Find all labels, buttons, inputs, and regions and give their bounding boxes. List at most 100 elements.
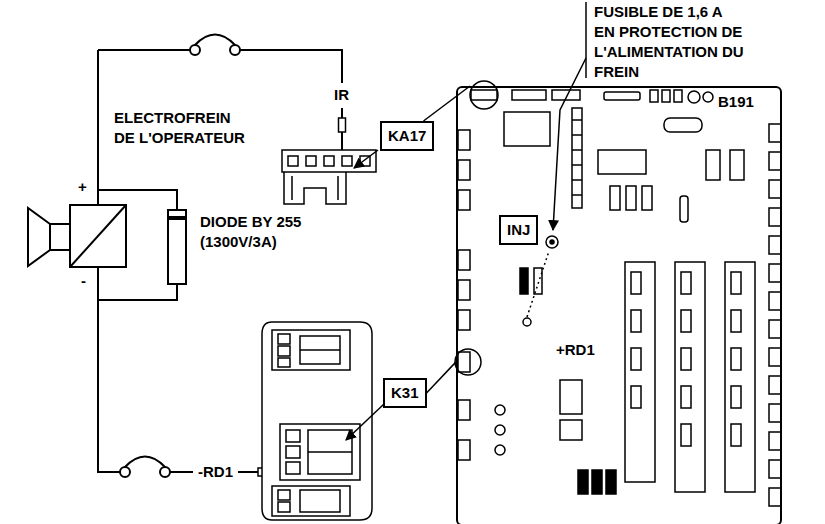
terminal-block (288, 156, 298, 166)
board-component (769, 320, 781, 338)
terminal-group (272, 486, 350, 516)
board-component (730, 150, 744, 180)
terminal-group (300, 490, 340, 512)
terminal-group (272, 330, 350, 370)
polarity-mark: - (81, 271, 86, 291)
terminal-block (292, 176, 338, 200)
fuse-symbol (230, 45, 240, 55)
highlight-circle (455, 349, 481, 375)
board-component (572, 120, 582, 195)
board-component (769, 208, 781, 226)
part-name: DIODE BY 255 (1300V/3A) (200, 212, 304, 252)
board-component (769, 404, 781, 422)
board-component (520, 268, 528, 294)
leader-line (585, 2, 587, 78)
board-component (681, 310, 691, 332)
board-component (458, 190, 470, 210)
board-component (681, 348, 691, 370)
board-component (512, 90, 546, 100)
circuit-board: B191INJ (456, 86, 782, 524)
brake-circuit-wire (170, 471, 193, 473)
fuse-symbol (120, 467, 130, 477)
terminal-group (300, 336, 340, 364)
board-component (546, 236, 558, 248)
board-component (495, 445, 505, 455)
board-component (625, 262, 655, 482)
reference-box: KA17 (380, 121, 434, 151)
board-component (598, 150, 646, 174)
terminal-group (278, 502, 290, 512)
terminal-group (262, 322, 372, 520)
leader-line (553, 58, 586, 230)
board-component (662, 90, 670, 102)
terminal-group (308, 430, 352, 474)
board-component (642, 186, 652, 210)
board-component (631, 386, 641, 408)
board-component (458, 440, 470, 460)
board-name: B191 (718, 92, 754, 112)
terminal-group (286, 446, 300, 458)
board-component (550, 240, 554, 244)
board-component (458, 400, 470, 420)
signal-name: IR (334, 85, 349, 105)
terminal-group (278, 334, 290, 344)
board-component (495, 425, 505, 435)
board-component (560, 420, 582, 440)
board-component (731, 386, 741, 408)
terminal-block (282, 150, 376, 204)
signal-name: +RD1 (556, 340, 595, 360)
fuse-symbol (195, 35, 235, 46)
terminal-group (278, 490, 290, 500)
board-component (688, 91, 700, 103)
polarity-mark: + (78, 177, 87, 197)
board-component (471, 90, 497, 100)
fuse-symbol (120, 35, 240, 478)
board-component (592, 470, 602, 494)
board-component (578, 470, 588, 494)
board-component (631, 348, 641, 370)
board-component (769, 180, 781, 198)
board-component (731, 272, 741, 294)
component-box: INJ (499, 215, 538, 245)
board-component (680, 196, 688, 222)
board-component (769, 376, 781, 394)
terminal-group (300, 349, 340, 351)
board-component (650, 90, 658, 102)
board-component (731, 310, 741, 332)
board-component (458, 160, 470, 180)
board-component (681, 386, 691, 408)
board-component (769, 348, 781, 366)
brake-circuit-wire (341, 108, 343, 118)
electrobrake-symbol (28, 205, 126, 267)
brake-circuit-wire (98, 49, 190, 51)
board-component (731, 424, 741, 446)
electrobrake-symbol (28, 208, 50, 266)
brake-circuit-wire (98, 284, 177, 300)
terminal-group (280, 424, 360, 480)
board-component (458, 250, 470, 270)
terminal-block (306, 156, 316, 166)
board-component (626, 186, 636, 210)
terminal-group (278, 346, 290, 356)
board-component (458, 90, 781, 506)
board-component (769, 460, 781, 478)
leader-connector (427, 362, 456, 393)
leader-connector (423, 86, 470, 121)
board-component (703, 92, 713, 102)
electrobrake-symbol (50, 224, 70, 250)
fuse-symbol (190, 45, 200, 55)
leader-line (346, 2, 586, 440)
brake-circuit-wire (240, 50, 342, 83)
board-component (769, 236, 781, 254)
board-component (523, 318, 531, 326)
board-component (604, 92, 640, 100)
leader-line (354, 150, 378, 168)
diode-symbol (168, 210, 186, 284)
board-component (706, 150, 720, 180)
diode-symbol (168, 216, 186, 220)
board-component (674, 90, 682, 102)
brake-circuit-wire (98, 267, 120, 472)
box-label: K31 (391, 383, 419, 403)
